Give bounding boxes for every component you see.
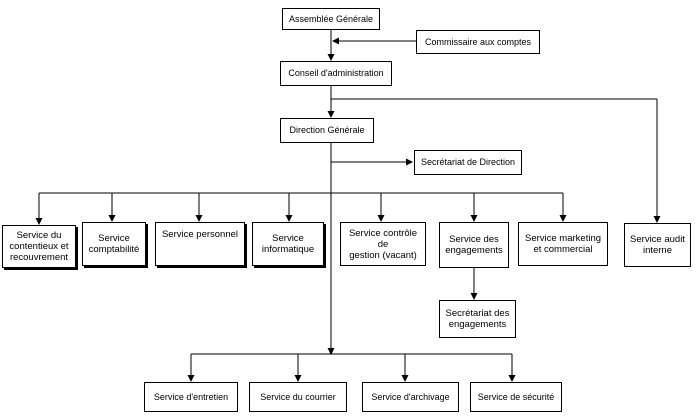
box-service-comptabilite: Service comptabilité (82, 222, 146, 266)
box-service-courrier: Service du courrier (249, 382, 347, 412)
box-service-archivage: Service d'archivage (362, 382, 459, 412)
box-service-personnel: Service personnel (155, 222, 245, 266)
box-service-engagements: Service des engagements (439, 222, 509, 268)
box-service-contentieux: Service du contentieux et recouvrement (2, 225, 76, 268)
box-service-entretien: Service d'entretien (144, 382, 238, 412)
box-service-controle-gestion: Service contrôle de gestion (vacant) (340, 222, 426, 266)
box-service-securite: Service de sécurité (470, 382, 562, 412)
box-secretariat-direction: Secrétariat de Direction (414, 150, 522, 175)
box-conseil-administration: Conseil d'administration (280, 61, 392, 86)
box-commissaire-aux-comptes: Commissaire aux comptes (416, 30, 540, 54)
box-service-informatique: Service informatique (252, 222, 324, 266)
box-service-audit-interne: Service audit interne (624, 223, 691, 267)
box-direction-generale: Direction Générale (280, 118, 374, 143)
box-assemblee-generale: Assemblée Générale (282, 8, 380, 30)
box-service-marketing: Service marketing et commercial (518, 222, 608, 266)
box-secretariat-engagements: Secrétariat des engagements (439, 300, 516, 338)
